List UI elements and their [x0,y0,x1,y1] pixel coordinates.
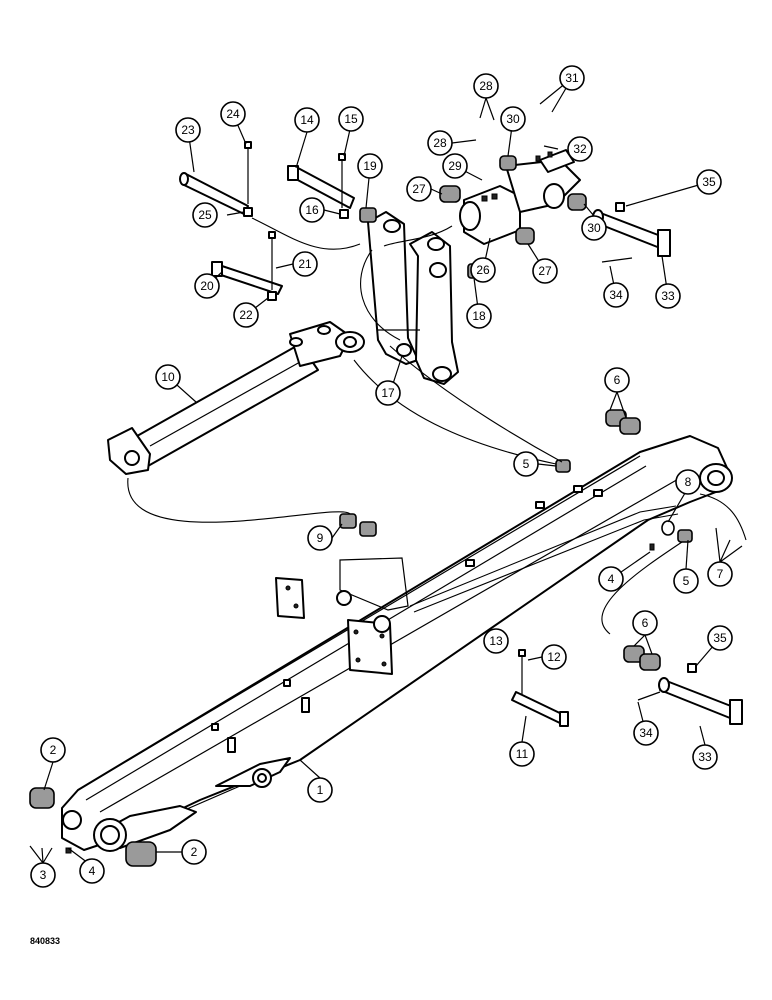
callout-16: 16 [299,197,325,223]
callout-20: 20 [194,273,220,299]
callout-12: 12 [541,644,567,670]
callout-35: 35 [696,169,722,195]
callout-33: 33 [655,283,681,309]
svg-text:4: 4 [608,572,615,586]
callout-22: 22 [233,302,259,328]
boom-links [367,211,459,385]
svg-text:27: 27 [538,264,552,278]
callout-bubbles: 1 2 2 3 4 4 5 5 6 6 7 8 9 10 11 12 13 14… [30,65,733,888]
callout-5: 5 [673,568,699,594]
callout-27: 27 [532,258,558,284]
svg-text:6: 6 [614,373,621,387]
svg-text:25: 25 [198,208,212,222]
callout-17: 17 [375,380,401,406]
svg-text:2: 2 [191,845,198,859]
svg-text:35: 35 [713,631,727,645]
svg-text:19: 19 [363,159,377,173]
callout-13: 13 [483,628,509,654]
callout-2: 2 [40,737,66,763]
callout-19: 19 [357,153,383,179]
svg-text:23: 23 [181,123,195,137]
svg-text:5: 5 [523,457,530,471]
callout-15: 15 [338,106,364,132]
svg-text:4: 4 [89,864,96,878]
svg-text:34: 34 [639,726,653,740]
svg-text:5: 5 [683,574,690,588]
svg-text:14: 14 [300,113,314,127]
svg-text:20: 20 [200,279,214,293]
svg-text:30: 30 [587,221,601,235]
callout-11: 11 [509,741,535,767]
svg-text:10: 10 [161,370,175,384]
callout-28: 28 [473,73,499,99]
svg-text:28: 28 [479,79,493,93]
svg-text:9: 9 [317,531,324,545]
svg-text:34: 34 [609,288,623,302]
callout-23: 23 [175,117,201,143]
svg-text:18: 18 [472,309,486,323]
callout-2: 2 [181,839,207,865]
callout-30: 30 [581,215,607,241]
callout-18: 18 [466,303,492,329]
callout-27: 27 [406,176,432,202]
pins [65,141,743,854]
svg-text:27: 27 [412,182,426,196]
callout-31: 31 [559,65,585,91]
callout-34: 34 [633,720,659,746]
callout-21: 21 [292,251,318,277]
svg-text:8: 8 [685,475,692,489]
callout-14: 14 [294,107,320,133]
callout-32: 32 [567,136,593,162]
svg-text:32: 32 [573,142,587,156]
callout-29: 29 [442,153,468,179]
callout-5: 5 [513,451,539,477]
callout-8: 8 [675,469,701,495]
svg-text:12: 12 [547,650,561,664]
svg-text:31: 31 [565,71,579,85]
callout-6: 6 [604,367,630,393]
upper-link-assembly [459,149,581,245]
svg-text:15: 15 [344,112,358,126]
svg-text:29: 29 [448,159,462,173]
svg-text:3: 3 [40,868,47,882]
svg-text:7: 7 [717,567,724,581]
callout-34: 34 [603,282,629,308]
figure-code: 840833 [30,936,60,946]
svg-text:35: 35 [702,175,716,189]
boom-assembly [61,435,733,852]
svg-text:33: 33 [661,289,675,303]
callout-4: 4 [598,566,624,592]
boom-body [61,435,729,851]
svg-text:28: 28 [433,136,447,150]
callout-33: 33 [692,744,718,770]
svg-text:6: 6 [642,616,649,630]
callout-35: 35 [707,625,733,651]
svg-text:26: 26 [476,263,490,277]
svg-text:24: 24 [226,107,240,121]
svg-text:22: 22 [239,308,253,322]
callout-24: 24 [220,101,246,127]
svg-text:30: 30 [506,112,520,126]
callout-6: 6 [632,610,658,636]
callout-10: 10 [155,364,181,390]
hydraulic-cylinder [107,321,365,475]
callout-25: 25 [192,202,218,228]
callout-26: 26 [470,257,496,283]
svg-text:1: 1 [317,783,324,797]
callout-3: 3 [30,862,56,888]
svg-text:11: 11 [516,747,529,761]
svg-text:13: 13 [489,634,503,648]
callout-28: 28 [427,130,453,156]
callout-1: 1 [307,777,333,803]
svg-text:17: 17 [381,386,395,400]
svg-text:21: 21 [298,257,312,271]
callout-7: 7 [707,561,733,587]
callout-30: 30 [500,106,526,132]
svg-text:2: 2 [50,743,57,757]
svg-text:16: 16 [305,203,319,217]
callout-9: 9 [307,525,333,551]
callout-4: 4 [79,858,105,884]
svg-text:33: 33 [698,750,712,764]
